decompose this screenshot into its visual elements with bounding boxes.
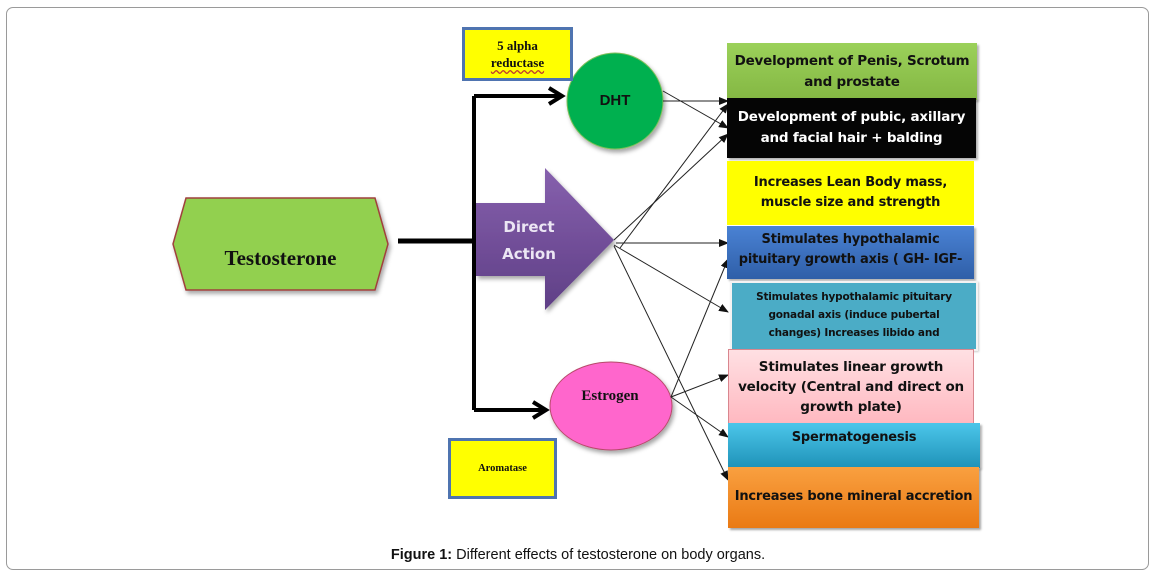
effect-bone-mineral-accretion: Increases bone mineral accretion — [728, 467, 979, 528]
arrow-dht-to-hair — [662, 90, 729, 129]
five-alpha-reductase-box: 5 alpha reductase — [462, 27, 573, 81]
arrow-estrogen-to-sperm — [670, 396, 729, 438]
effect-spermatogenesis: Spermatogenesis — [728, 423, 980, 468]
aromatase-box: Aromatase — [448, 438, 557, 499]
arrow-estrogen-to-gh — [670, 258, 729, 398]
effect-lean-body-mass: Increases Lean Body mass, muscle size an… — [727, 161, 974, 225]
effect-arrows — [613, 90, 729, 481]
effect-gonadal-axis-libido: Stimulates hypothalamic pituitary gonada… — [730, 281, 978, 351]
arrow-estrogen-to-linear — [670, 374, 729, 398]
testosterone-node — [172, 197, 389, 291]
arrow-direct-to-hair — [613, 133, 729, 241]
direct-action-label: Direct Action — [472, 214, 586, 268]
figure-caption: Figure 1: Different effects of testoster… — [0, 547, 1156, 563]
arrow-direct-to-bone — [613, 245, 729, 481]
figure-frame — [6, 7, 1149, 570]
effect-penis-scrotum-prostate: Development of Penis, Scrotum and prosta… — [727, 43, 977, 100]
thick-connector — [398, 86, 566, 420]
five-alpha-line2: reductase — [490, 55, 545, 70]
estrogen-node — [549, 361, 673, 451]
effect-gh-igf-axis: Stimulates hypothalamic pituitary growth… — [727, 226, 974, 279]
five-alpha-line1: 5 alpha — [497, 38, 538, 53]
aromatase-label: Aromatase — [478, 463, 527, 474]
dht-label: DHT — [599, 92, 631, 109]
effect-pubic-axillary-hair: Development of pubic, axillary and facia… — [727, 98, 976, 158]
testosterone-label: Testosterone — [224, 246, 337, 270]
direct-action-line2: Action — [502, 245, 556, 263]
arrow-direct-to-gonadal — [613, 244, 729, 313]
direct-action-line1: Direct — [503, 218, 555, 236]
caption-prefix: Figure 1: — [390, 547, 453, 563]
arrow-direct-to-penis — [619, 103, 729, 249]
caption-text: Different effects of testosterone on bod… — [452, 547, 766, 563]
direct-action-arrow — [476, 168, 614, 310]
effect-linear-growth: Stimulates linear growth velocity (Centr… — [728, 349, 974, 425]
estrogen-label: Estrogen — [581, 388, 639, 404]
